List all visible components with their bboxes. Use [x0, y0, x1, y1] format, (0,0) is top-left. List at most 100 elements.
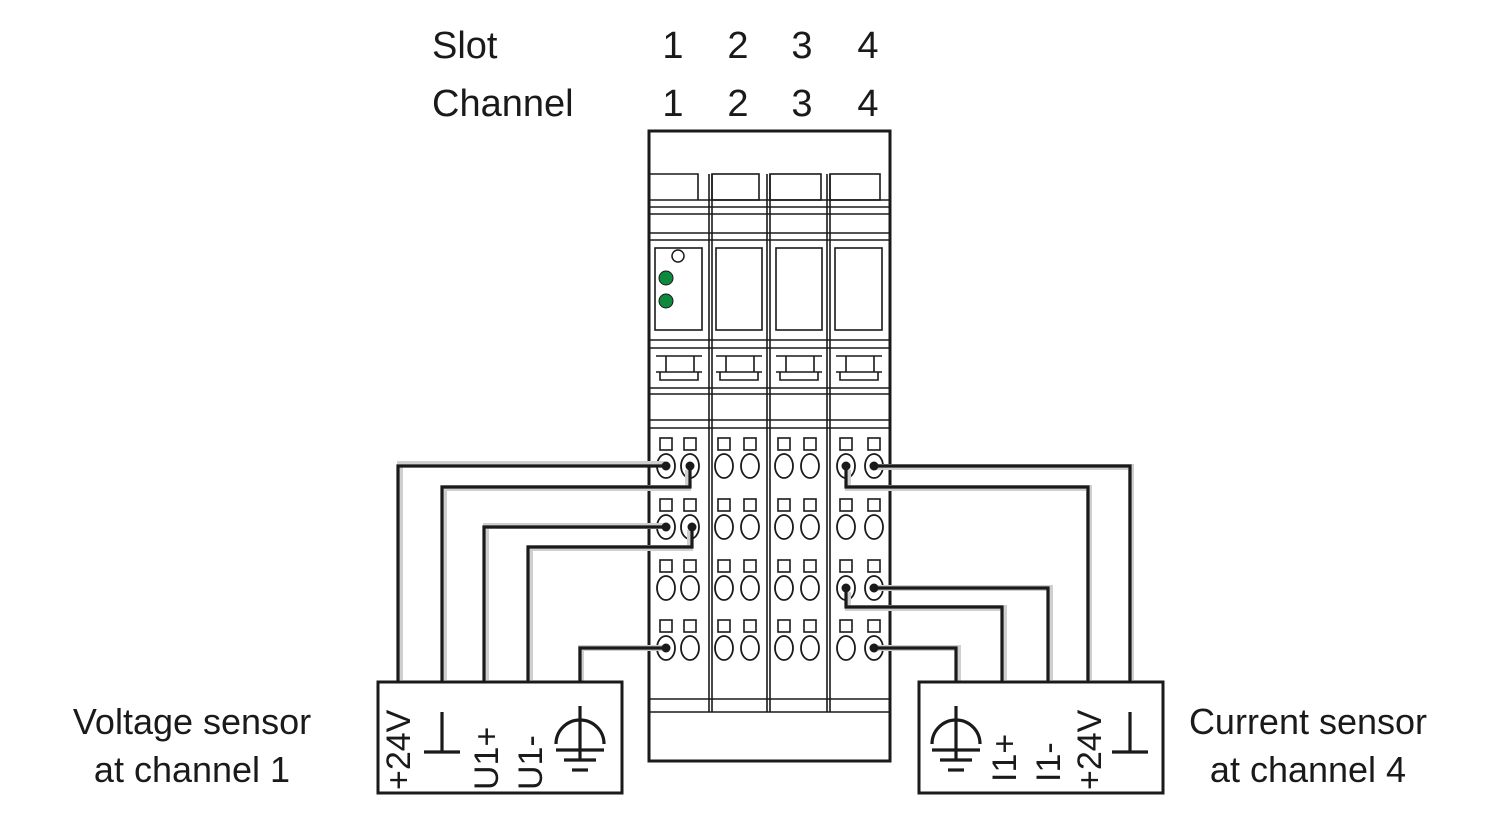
terminal-screw	[714, 453, 734, 479]
slot-number: 4	[857, 25, 878, 67]
protective-earth-icon	[554, 706, 606, 772]
channel-number: 3	[791, 83, 812, 125]
terminal-release-button	[839, 559, 853, 573]
terminal-screw	[774, 635, 794, 661]
terminal-screw	[800, 514, 820, 540]
current-sensor: I1+ I1- +24V Current sensor at channel 4	[917, 680, 1427, 795]
terminal-release-button	[683, 498, 697, 512]
terminal-screw	[800, 453, 820, 479]
terminal-release-button	[777, 559, 791, 573]
terminal-release-button	[659, 619, 673, 633]
terminal-release-button	[803, 559, 817, 573]
slot-label: Slot	[432, 25, 498, 67]
terminal-screw	[714, 635, 734, 661]
terminal-screw	[680, 635, 700, 661]
terminal-i1-plus: I1+	[986, 734, 1024, 782]
terminal-release-button	[867, 559, 881, 573]
voltage-sensor-subtitle: at channel 1	[94, 749, 290, 790]
wires	[396, 461, 1132, 696]
terminal-screw	[836, 635, 856, 661]
terminal-release-button	[743, 559, 757, 573]
wire-i1-plus	[844, 588, 1004, 682]
terminal-release-button	[777, 437, 791, 451]
channel-number: 4	[857, 83, 878, 125]
terminal-release-button	[717, 437, 731, 451]
terminal-release-button	[717, 559, 731, 573]
wire-24v-right	[844, 466, 1090, 682]
terminal-screw	[740, 635, 760, 661]
io-module	[647, 129, 892, 763]
terminal-screw	[864, 514, 884, 540]
terminal-u1-plus: U1+	[468, 727, 506, 790]
slot-3-label-window	[775, 247, 823, 331]
terminal-screw	[714, 514, 734, 540]
status-led-icon	[658, 270, 674, 286]
ground-icon	[1112, 712, 1148, 754]
slot-number: 1	[662, 25, 683, 67]
terminal-release-button	[659, 437, 673, 451]
terminal-release-button	[803, 437, 817, 451]
terminal-release-button	[717, 498, 731, 512]
terminal-release-button	[717, 619, 731, 633]
terminal-screw	[774, 514, 794, 540]
terminal-block	[656, 437, 884, 661]
slot-1-label-window	[654, 247, 703, 331]
terminal-release-button	[803, 498, 817, 512]
wire-u1-minus	[526, 527, 694, 682]
terminal-release-button	[659, 559, 673, 573]
wire-earth-right	[874, 646, 958, 696]
terminal-release-button	[839, 619, 853, 633]
terminal-release-button	[659, 498, 673, 512]
terminal-screw	[774, 575, 794, 601]
terminal-screw	[836, 514, 856, 540]
wire-u1-plus	[482, 525, 666, 682]
slot-2-label-window	[715, 247, 763, 331]
current-sensor-box	[917, 680, 1165, 795]
terminal-screw	[740, 575, 760, 601]
voltage-sensor: +24V U1+ U1- Voltage sensor at channel 1	[73, 680, 624, 795]
terminal-release-button	[683, 437, 697, 451]
current-sensor-subtitle: at channel 4	[1210, 749, 1406, 790]
terminal-screw	[656, 575, 676, 601]
protective-earth-icon	[930, 706, 982, 772]
wire-ground-right	[874, 464, 1132, 682]
voltage-sensor-title: Voltage sensor	[73, 701, 311, 742]
terminal-screw	[800, 575, 820, 601]
terminal-screw	[740, 453, 760, 479]
terminal-screw	[774, 453, 794, 479]
terminal-release-button	[683, 559, 697, 573]
status-led-off-icon	[671, 249, 685, 263]
terminal-release-button	[777, 498, 791, 512]
channel-label: Channel	[432, 83, 574, 125]
terminal-24v: +24V	[380, 709, 418, 790]
slot-number: 2	[727, 25, 748, 67]
channel-number: 1	[662, 83, 683, 125]
terminal-screw	[680, 575, 700, 601]
terminal-24v: +24V	[1071, 709, 1109, 790]
terminal-screw	[800, 635, 820, 661]
slot-numbers: 1 2 3 4	[662, 25, 878, 67]
latch-clips	[656, 355, 882, 381]
terminal-release-button	[867, 437, 881, 451]
current-sensor-title: Current sensor	[1189, 701, 1427, 742]
terminal-release-button	[839, 437, 853, 451]
terminal-release-button	[683, 619, 697, 633]
terminal-release-button	[867, 619, 881, 633]
slot-number: 3	[791, 25, 812, 67]
wire-i1-minus	[874, 586, 1050, 682]
terminal-release-button	[743, 498, 757, 512]
slot-4-label-window	[834, 247, 883, 331]
ground-icon	[424, 712, 460, 754]
wire-ground-left	[440, 466, 692, 682]
channel-number: 2	[727, 83, 748, 125]
terminal-u1-minus: U1-	[512, 735, 550, 790]
wire-24v-left	[396, 464, 666, 682]
terminal-i1-minus: I1-	[1030, 742, 1068, 782]
terminal-screw	[740, 514, 760, 540]
wire-earth-left	[578, 646, 666, 696]
terminal-screw	[714, 575, 734, 601]
terminal-release-button	[743, 619, 757, 633]
channel-numbers: 1 2 3 4	[662, 83, 878, 125]
terminal-release-button	[839, 498, 853, 512]
